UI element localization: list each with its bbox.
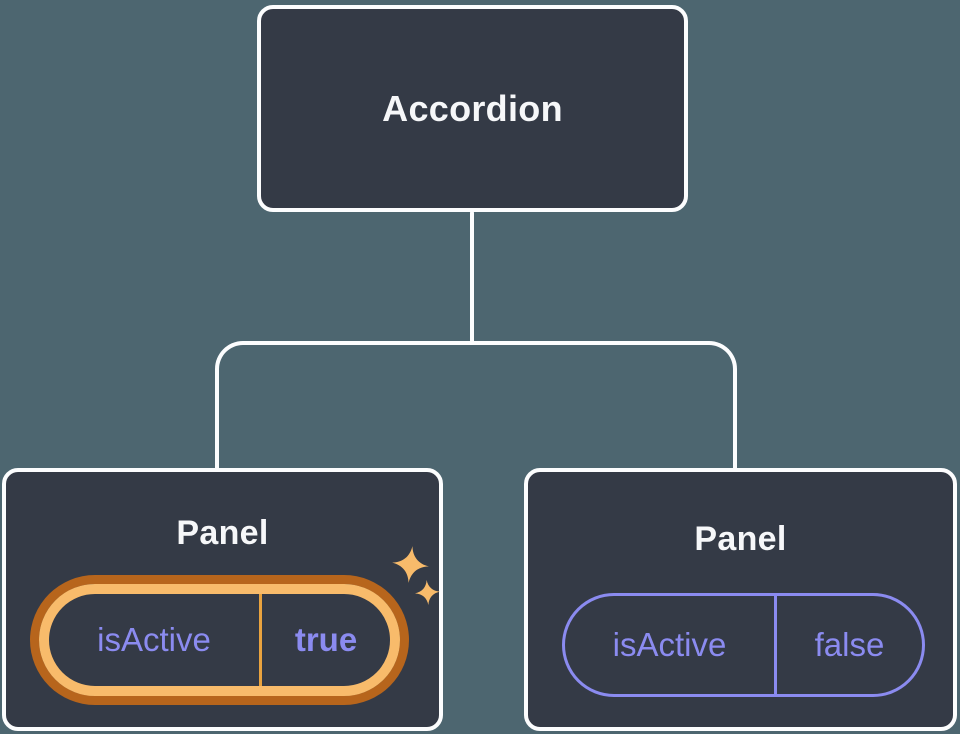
sparkle-icon-large	[392, 546, 429, 583]
panel-node-label: Panel	[176, 514, 269, 552]
tree-connector-stem	[470, 211, 474, 345]
panel-node-inactive: Panel isActive false	[524, 468, 957, 731]
tree-connector-branches	[215, 341, 737, 470]
state-pill-highlighted: isActive true	[39, 584, 400, 696]
sparkle-icon-small	[415, 580, 440, 605]
state-key-label: isActive	[612, 626, 727, 663]
state-key-label: isActive	[97, 621, 211, 658]
state-value-label: false	[814, 626, 885, 663]
state-pill-divider	[774, 596, 777, 694]
accordion-node: Accordion	[257, 5, 688, 212]
state-pill-divider	[259, 594, 262, 686]
state-pill-plain: isActive false	[562, 593, 925, 697]
state-value-label: true	[294, 621, 358, 658]
accordion-node-label: Accordion	[382, 87, 563, 129]
panel-node-active: Panel isActive true	[2, 468, 443, 731]
panel-node-label: Panel	[694, 520, 787, 558]
